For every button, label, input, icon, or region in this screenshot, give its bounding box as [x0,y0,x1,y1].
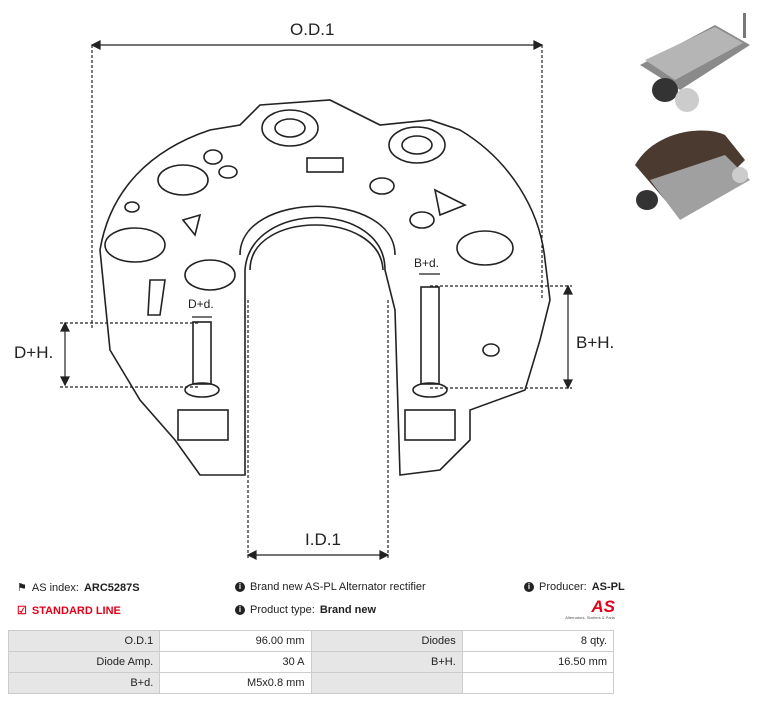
dimension-bh-label: B+H. [576,333,615,352]
info-icon: i [524,582,534,592]
product-type-value: Brand new [319,604,377,616]
dimension-dh-label: D+H. [14,343,54,362]
checkbox-icon: ☑ [17,605,27,617]
spec-label: Diodes [310,630,463,652]
info-icon: i [235,605,245,615]
tags-icon: ⚑ [17,582,27,594]
description-text: Brand new AS-PL Alternator rectifier [250,581,426,593]
logo-tagline: Alternators, Starters & Parts [565,615,615,620]
spec-label: B+d. [7,672,161,694]
product-photo-top [640,13,750,112]
dimension-dd-label: D+d. [188,297,214,311]
as-index: ⚑ AS index: ARC5287S [17,581,140,595]
spec-value [461,672,615,694]
spec-value: 16.50 mm [461,651,615,673]
spec-label: O.D.1 [7,630,161,652]
spec-value: 30 A [159,651,312,673]
standard-line: ☑ STANDARD LINE [17,604,121,618]
dimension-bd-label: B+d. [414,256,440,270]
info-icon: i [235,582,245,592]
spec-label [310,672,463,694]
dimension-od-label: O.D.1 [290,20,335,39]
dimension-id-label: I.D.1 [305,530,341,549]
spec-value: 96.00 mm [159,630,312,652]
logo-text: AS [591,597,615,616]
as-index-label: AS index: [31,581,79,594]
producer-value: AS-PL [591,581,625,593]
table-row: B+d.M5x0.8 mm [7,672,615,694]
producer: i Producer: AS-PL [524,581,625,593]
spec-label: B+H. [310,651,463,673]
as-index-value: ARC5287S [83,581,140,594]
product-type: i Product type: Brand new [235,604,376,616]
spec-value: 8 qty. [461,630,615,652]
line-label: STANDARD LINE [31,604,121,617]
spec-value: M5x0.8 mm [159,672,312,694]
technical-drawing [60,40,573,560]
producer-label: Producer: [539,581,587,593]
product-photo-bottom [635,130,750,220]
producer-logo: AS Alternators, Starters & Parts [555,598,615,620]
product-type-label: Product type: [250,604,315,616]
spec-label: Diode Amp. [7,651,161,673]
description: i Brand new AS-PL Alternator rectifier [235,581,426,593]
